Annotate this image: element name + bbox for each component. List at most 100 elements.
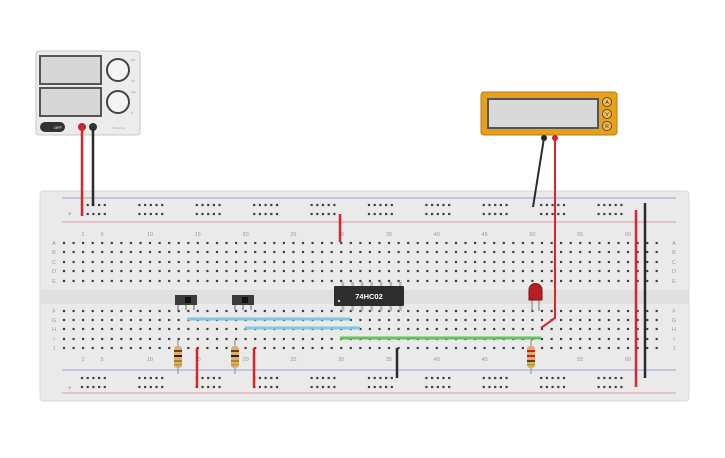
breadboard-hole[interactable] — [445, 260, 448, 264]
breadboard-hole[interactable] — [368, 279, 371, 283]
breadboard-hole[interactable] — [474, 309, 477, 313]
breadboard-hole[interactable] — [82, 318, 85, 322]
breadboard-hole[interactable] — [215, 260, 219, 264]
breadboard-hole[interactable] — [540, 309, 544, 313]
breadboard-hole[interactable] — [120, 327, 123, 331]
breadboard-hole[interactable] — [521, 327, 524, 331]
breadboard-hole[interactable] — [435, 318, 438, 322]
breadboard-hole[interactable] — [448, 376, 451, 380]
breadboard-hole[interactable] — [598, 318, 601, 322]
breadboard-hole[interactable] — [387, 327, 391, 331]
breadboard-hole[interactable] — [636, 279, 639, 283]
breadboard-hole[interactable] — [359, 250, 362, 254]
breadboard-hole[interactable] — [254, 260, 257, 264]
breadboard-hole[interactable] — [349, 279, 352, 283]
breadboard-hole[interactable] — [435, 279, 438, 283]
breadboard-hole[interactable] — [158, 260, 161, 264]
breadboard-hole[interactable] — [161, 376, 164, 380]
breadboard-hole[interactable] — [407, 250, 410, 254]
breadboard-hole[interactable] — [579, 309, 582, 313]
breadboard-hole[interactable] — [110, 241, 113, 245]
breadboard-hole[interactable] — [282, 337, 285, 341]
breadboard-hole[interactable] — [282, 269, 285, 273]
breadboard-hole[interactable] — [196, 250, 199, 254]
breadboard-hole[interactable] — [311, 279, 314, 283]
breadboard-hole[interactable] — [258, 212, 261, 216]
breadboard-hole[interactable] — [620, 385, 623, 389]
breadboard-hole[interactable] — [607, 279, 610, 283]
breadboard-hole[interactable] — [110, 269, 113, 273]
breadboard-hole[interactable] — [263, 337, 266, 341]
breadboard-hole[interactable] — [201, 203, 204, 207]
breadboard-hole[interactable] — [531, 260, 534, 264]
breadboard-hole[interactable] — [540, 376, 543, 380]
breadboard-hole[interactable] — [321, 212, 325, 216]
breadboard-hole[interactable] — [617, 337, 620, 341]
breadboard-hole[interactable] — [562, 203, 566, 207]
breadboard-hole[interactable] — [416, 309, 419, 313]
breadboard-hole[interactable] — [416, 269, 419, 273]
breadboard-hole[interactable] — [397, 269, 400, 273]
breadboard-hole[interactable] — [258, 385, 261, 389]
breadboard-hole[interactable] — [311, 269, 314, 273]
breadboard-hole[interactable] — [263, 346, 266, 350]
breadboard-hole[interactable] — [367, 212, 371, 216]
breadboard-hole[interactable] — [540, 269, 544, 273]
breadboard-hole[interactable] — [646, 309, 649, 313]
breadboard-hole[interactable] — [158, 337, 161, 341]
breadboard-hole[interactable] — [206, 309, 209, 313]
breadboard-hole[interactable] — [72, 279, 75, 283]
breadboard-hole[interactable] — [562, 376, 566, 380]
breadboard-hole[interactable] — [407, 346, 410, 350]
breadboard-hole[interactable] — [560, 260, 563, 264]
breadboard-hole[interactable] — [91, 318, 94, 322]
breadboard-hole[interactable] — [482, 376, 485, 380]
breadboard-hole[interactable] — [196, 241, 199, 245]
breadboard-hole[interactable] — [139, 260, 142, 264]
breadboard-hole[interactable] — [390, 376, 393, 380]
breadboard-hole[interactable] — [454, 250, 458, 254]
breadboard-hole[interactable] — [138, 203, 141, 207]
breadboard-hole[interactable] — [139, 241, 142, 245]
breadboard-hole[interactable] — [62, 250, 66, 254]
breadboard-hole[interactable] — [620, 212, 623, 216]
breadboard-hole[interactable] — [550, 250, 553, 254]
breadboard-hole[interactable] — [488, 203, 491, 207]
breadboard-hole[interactable] — [482, 203, 485, 207]
breadboard-hole[interactable] — [86, 203, 89, 207]
breadboard-hole[interactable] — [263, 250, 266, 254]
mode-button-a[interactable] — [602, 97, 612, 107]
breadboard-hole[interactable] — [387, 241, 391, 245]
breadboard-hole[interactable] — [569, 260, 572, 264]
breadboard-hole[interactable] — [435, 260, 438, 264]
breadboard-hole[interactable] — [646, 337, 649, 341]
breadboard-hole[interactable] — [502, 241, 505, 245]
breadboard-hole[interactable] — [435, 241, 438, 245]
breadboard-hole[interactable] — [493, 269, 496, 273]
breadboard-hole[interactable] — [550, 269, 553, 273]
breadboard-hole[interactable] — [212, 385, 215, 389]
breadboard-hole[interactable] — [62, 269, 66, 273]
breadboard-hole[interactable] — [368, 250, 371, 254]
wire-multimeter-v[interactable] — [540, 138, 556, 329]
mode-button-v[interactable] — [602, 109, 612, 119]
breadboard-hole[interactable] — [62, 260, 66, 264]
breadboard-hole[interactable] — [442, 385, 445, 389]
breadboard-hole[interactable] — [72, 241, 75, 245]
breadboard-hole[interactable] — [493, 279, 496, 283]
breadboard-hole[interactable] — [62, 241, 66, 245]
breadboard-hole[interactable] — [445, 346, 448, 350]
breadboard-hole[interactable] — [148, 327, 152, 331]
breadboard-hole[interactable] — [330, 269, 333, 273]
breadboard-hole[interactable] — [636, 346, 639, 350]
breadboard-hole[interactable] — [282, 309, 285, 313]
breadboard-hole[interactable] — [273, 260, 276, 264]
breadboard-hole[interactable] — [493, 241, 496, 245]
breadboard-hole[interactable] — [349, 346, 352, 350]
breadboard-hole[interactable] — [149, 203, 152, 207]
breadboard-hole[interactable] — [531, 241, 534, 245]
breadboard-hole[interactable] — [387, 260, 391, 264]
breadboard-hole[interactable] — [301, 337, 305, 341]
breadboard-hole[interactable] — [540, 203, 543, 207]
breadboard-hole[interactable] — [426, 309, 429, 313]
